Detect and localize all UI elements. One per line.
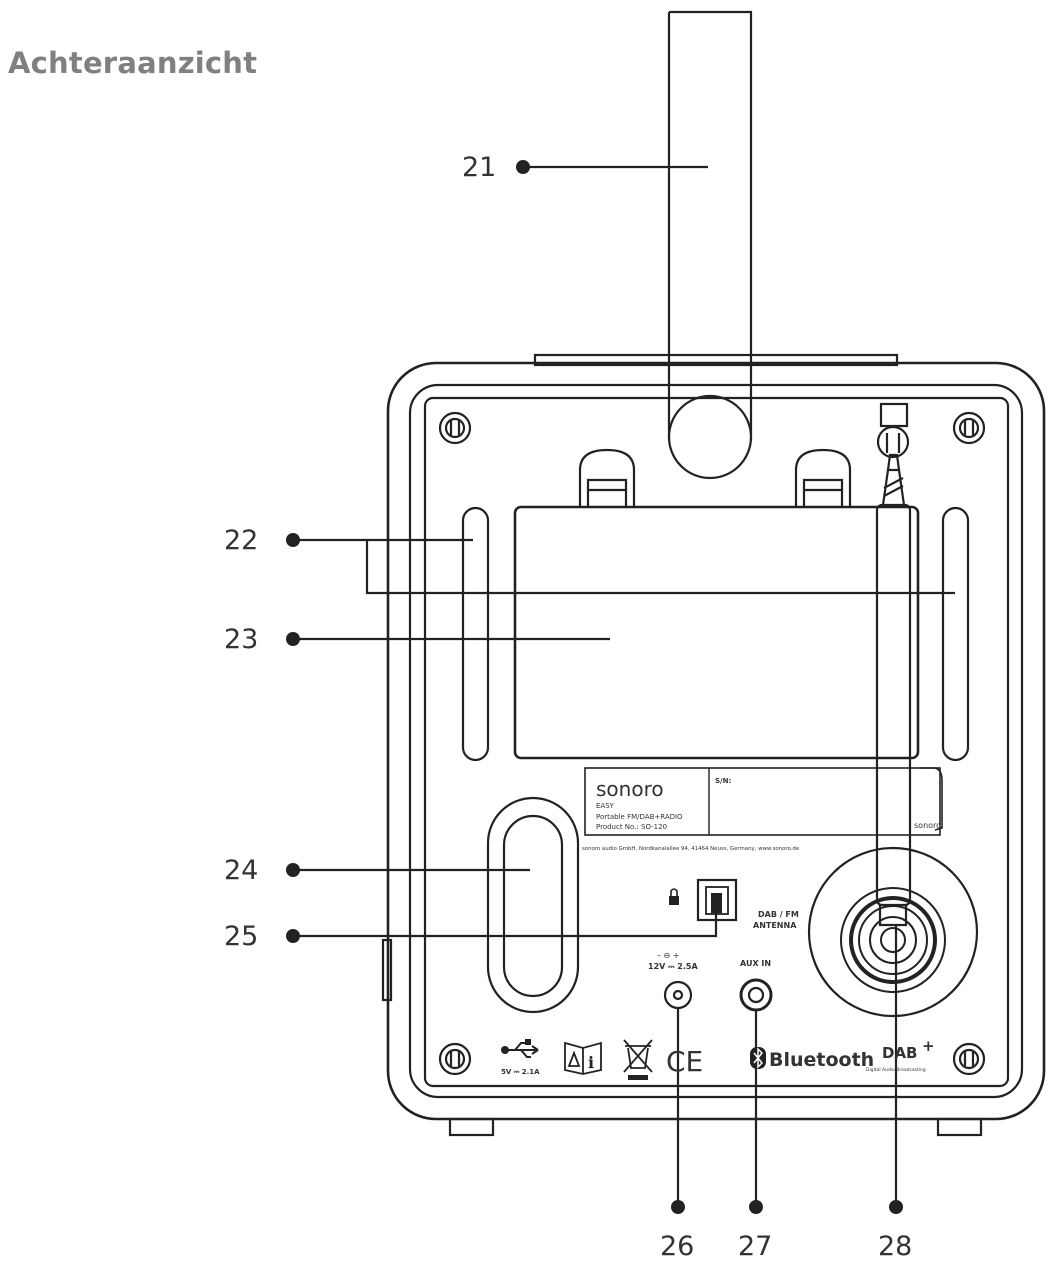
side-tab <box>381 938 393 1002</box>
top-strip <box>533 353 899 367</box>
svg-text:i: i <box>588 1053 594 1072</box>
label-model: EASY <box>596 802 615 810</box>
usb-rating-label: 5V ⎓ 2.1A <box>501 1068 540 1076</box>
battery-clip-left <box>578 448 636 507</box>
callout-25: 25 <box>224 921 258 952</box>
manual-warning-icon: i <box>564 1041 602 1075</box>
callout-24: 24 <box>224 855 258 886</box>
label-product-no: Product No.: SO-120 <box>596 823 667 831</box>
label-serial: S/N: <box>715 777 731 785</box>
bluetooth-label: Bluetooth <box>769 1049 874 1071</box>
screw-top-right-icon <box>952 411 986 445</box>
dab-sub-text: Digital Audio Broadcasting <box>866 1067 926 1073</box>
callout-21: 21 <box>462 152 496 183</box>
page-title: Achteraanzicht <box>8 46 258 80</box>
weee-bin-icon <box>623 1039 653 1080</box>
screw-bottom-left-icon <box>438 1042 472 1076</box>
screw-bottom-right-icon <box>952 1042 986 1076</box>
label-side-brand: sonoro <box>914 821 941 830</box>
bass-reflex-slot-left <box>461 506 490 762</box>
callout-dot-25 <box>286 929 300 943</box>
rating-label <box>584 767 941 836</box>
telescopic-antenna <box>875 402 912 927</box>
antenna-base-mid <box>840 887 946 993</box>
bluetooth-icon <box>750 1047 766 1069</box>
lock-icon <box>669 888 679 905</box>
battery-compartment <box>513 505 920 760</box>
dc-socket <box>663 980 693 1010</box>
dc-rating-label: 12V ⎓ 2.5A <box>648 962 698 971</box>
foot-right <box>936 1117 983 1137</box>
label-product-type: Portable FM/DAB+RADIO <box>596 813 683 821</box>
pull-grip-outer <box>486 796 580 1014</box>
label-address: sonoro audio GmbH, Nordkanalallee 94, 41… <box>582 846 800 852</box>
dc-polarity-label: – ⊖ + <box>657 951 680 960</box>
callout-dot-27 <box>749 1200 763 1214</box>
label-brand: sonoro <box>596 777 664 801</box>
antenna-label-line2: ANTENNA <box>753 921 797 930</box>
handle-pivot <box>667 394 753 480</box>
battery-clip-right <box>794 448 852 507</box>
dab-plus-text: + <box>922 1037 935 1055</box>
bass-reflex-slot-right <box>941 506 970 762</box>
callout-26: 26 <box>660 1231 694 1262</box>
carry-handle <box>669 10 753 440</box>
callout-dot-26 <box>671 1200 685 1214</box>
cabinet-inner <box>408 383 1024 1099</box>
screw-top-left-icon <box>438 411 472 445</box>
aux-in-label: AUX IN <box>740 959 771 968</box>
aux-in-socket <box>739 978 773 1012</box>
pull-grip-inner <box>502 814 564 998</box>
callout-dot-28 <box>889 1200 903 1214</box>
callout-23: 23 <box>224 624 258 655</box>
antenna-base-outer <box>807 846 979 1018</box>
callout-dot-22 <box>286 533 300 547</box>
callout-27: 27 <box>738 1231 772 1262</box>
callout-dot-23 <box>286 632 300 646</box>
callout-dot-21 <box>516 160 530 174</box>
usb-icon <box>501 1039 539 1058</box>
callout-28: 28 <box>878 1231 912 1262</box>
callout-dot-24 <box>286 863 300 877</box>
back-panel <box>423 396 1010 1088</box>
callout-22: 22 <box>224 525 258 556</box>
foot-left <box>448 1117 495 1137</box>
dab-logo-text: DAB <box>882 1044 918 1062</box>
antenna-label-line1: DAB / FM <box>758 910 799 919</box>
cabinet-outer <box>386 361 1046 1121</box>
ce-mark: CE <box>666 1045 703 1078</box>
